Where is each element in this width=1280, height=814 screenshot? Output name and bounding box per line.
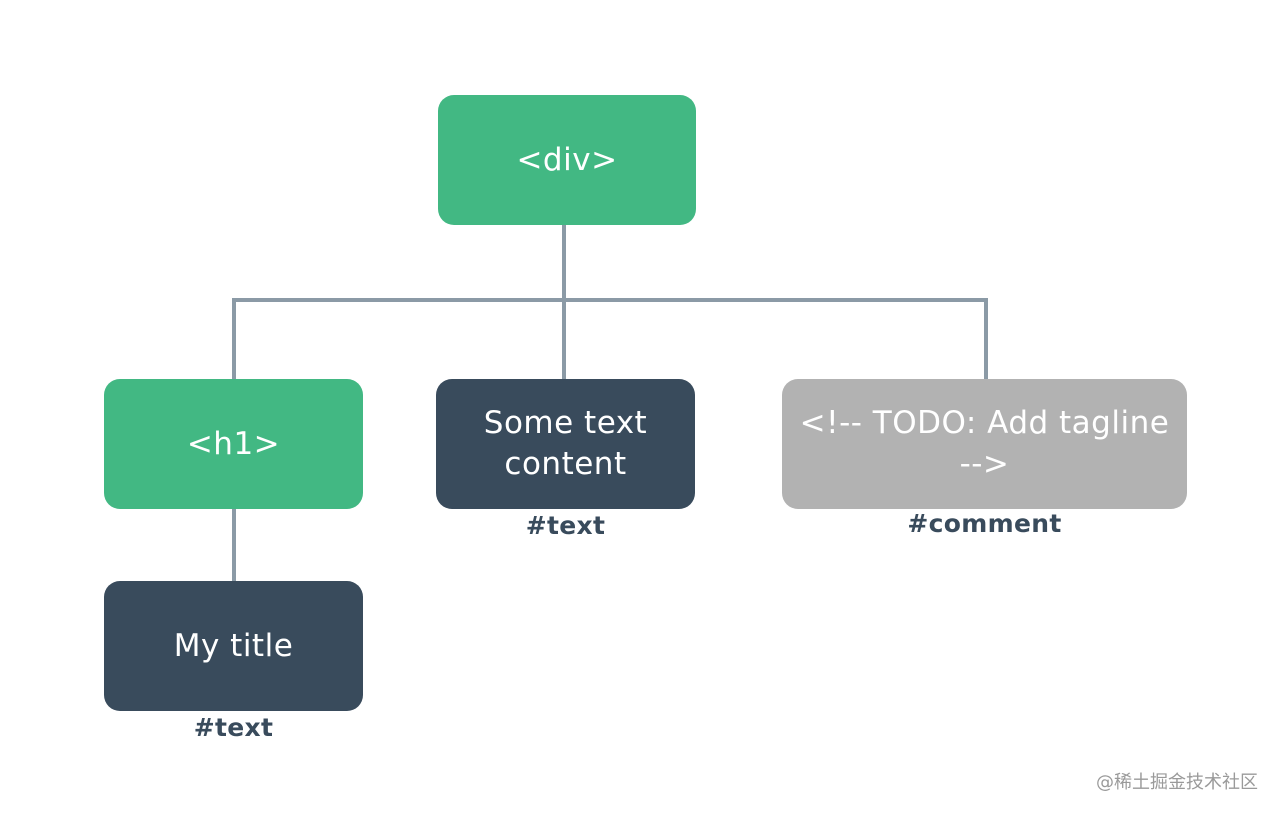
text-content-node-type: #text (525, 511, 606, 540)
h1-element-node: <h1> (104, 379, 363, 509)
connector-to-h1 (232, 298, 236, 380)
connector-horizontal-bar (232, 298, 988, 302)
div-element-node: <div> (438, 95, 696, 225)
connector-to-comment (984, 298, 988, 380)
connector-div-down (562, 224, 566, 302)
title-text-node-type: #text (193, 713, 274, 742)
connector-to-text-content (562, 298, 566, 380)
comment-node-label: <!-- TODO: Add tagline --> (799, 405, 1191, 482)
watermark: @稀土掘金技术社区 (1096, 772, 1258, 793)
connector-h1-to-title (232, 508, 236, 582)
text-content-node-label: Some text content (483, 405, 648, 482)
comment-node: <!-- TODO: Add tagline --> (782, 379, 1187, 509)
h1-node-label: <h1> (186, 425, 281, 462)
title-text-node: My title (104, 581, 363, 711)
comment-node-type: #comment (907, 509, 1062, 538)
title-text-node-label: My title (173, 627, 294, 664)
div-node-label: <div> (516, 141, 618, 178)
text-content-node: Some text content (436, 379, 695, 509)
